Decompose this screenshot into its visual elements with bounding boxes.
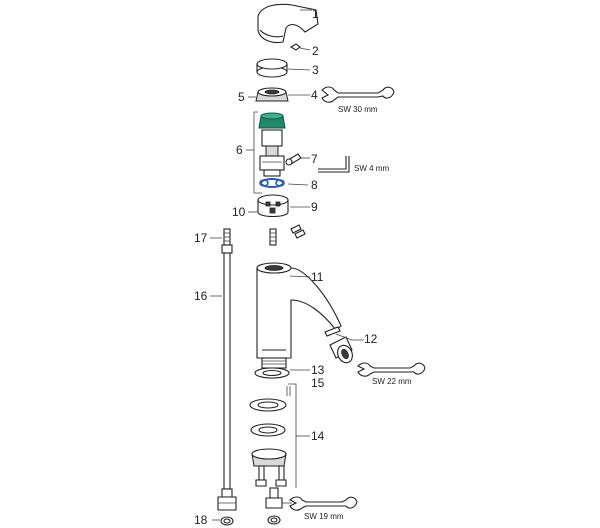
part-8-o-rings bbox=[259, 178, 309, 188]
label-sw22: SW 22 mm bbox=[372, 377, 412, 386]
small-screws bbox=[290, 224, 306, 239]
label-part-11: 11 bbox=[311, 270, 324, 284]
label-part-15: 15 bbox=[311, 376, 325, 390]
wrench-sw22 bbox=[357, 362, 426, 377]
part-14-15-mounting-set bbox=[249, 383, 310, 488]
label-part-13: 13 bbox=[311, 363, 325, 377]
bottom-fitting bbox=[265, 487, 283, 525]
wrench-sw19 bbox=[282, 496, 358, 511]
part-9-valve-base bbox=[248, 194, 310, 218]
label-part-1: 1 bbox=[312, 7, 319, 21]
part-16-supply-hose bbox=[210, 228, 237, 526]
part-11-faucet-body bbox=[256, 262, 342, 359]
allen-key-sw4 bbox=[318, 156, 350, 173]
label-part-4: 4 bbox=[311, 88, 318, 102]
part-12-aerator bbox=[324, 326, 364, 364]
part-1-handle bbox=[257, 3, 319, 44]
part-6-bracket bbox=[246, 111, 262, 194]
label-part-9: 9 bbox=[311, 200, 318, 214]
label-part-2: 2 bbox=[312, 44, 319, 58]
part-7-screw bbox=[285, 153, 310, 166]
label-part-14: 14 bbox=[311, 429, 325, 443]
label-part-12: 12 bbox=[364, 332, 378, 346]
part-5-nut bbox=[248, 87, 289, 102]
label-part-17: 17 bbox=[194, 231, 208, 245]
connecting-rod bbox=[269, 228, 277, 246]
part-6-cartridge bbox=[258, 112, 286, 177]
label-sw4: SW 4 mm bbox=[354, 164, 389, 173]
part-3-ring bbox=[256, 58, 311, 78]
label-part-3: 3 bbox=[312, 63, 319, 77]
label-part-6: 6 bbox=[236, 143, 243, 157]
label-part-16: 16 bbox=[194, 289, 208, 303]
label-part-7: 7 bbox=[311, 152, 318, 166]
label-part-18: 18 bbox=[194, 513, 208, 527]
part-13-shank-gasket bbox=[254, 357, 310, 379]
label-part-10: 10 bbox=[232, 205, 246, 219]
label-part-5: 5 bbox=[238, 90, 245, 104]
wrench-sw30 bbox=[288, 86, 395, 103]
label-sw30: SW 30 mm bbox=[338, 105, 378, 114]
label-sw19: SW 19 mm bbox=[304, 512, 344, 521]
label-part-8: 8 bbox=[311, 178, 318, 192]
part-2-screw bbox=[289, 43, 311, 51]
